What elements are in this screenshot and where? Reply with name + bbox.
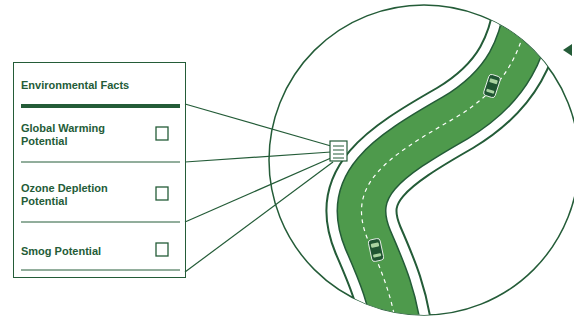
car-window — [489, 78, 498, 84]
road-sign — [330, 141, 347, 161]
leader-line — [185, 158, 331, 222]
car-top — [483, 74, 501, 99]
sign-line — [333, 154, 344, 155]
road-outline — [361, 0, 532, 322]
checkbox — [156, 127, 168, 140]
car-window — [373, 253, 381, 258]
checkbox — [156, 187, 168, 200]
leader-line — [185, 162, 333, 272]
panel-heading: Environmental Facts — [21, 79, 171, 92]
sign-line — [333, 150, 344, 151]
car-window — [486, 89, 495, 94]
road-shoulder — [361, 0, 532, 322]
fact-row: Global Warming Potential — [21, 113, 153, 157]
sign-line — [333, 158, 344, 159]
car-body — [368, 238, 384, 262]
leader-line — [185, 104, 331, 146]
fact-row: Ozone Depletion Potential — [21, 173, 153, 217]
checkbox — [156, 243, 168, 256]
sign-line — [333, 146, 344, 147]
fact-label: Global Warming Potential — [21, 122, 153, 148]
fact-label: Smog Potential — [21, 245, 153, 258]
heading-bar — [21, 104, 180, 108]
facts-panel: Environmental FactsGlobal Warming Potent… — [13, 62, 186, 278]
road-edge — [361, 0, 532, 322]
car-body — [483, 74, 501, 99]
lane-divider — [361, 0, 532, 322]
fact-row: Smog Potential — [21, 233, 153, 269]
road-surface — [361, 0, 532, 322]
road-group — [361, 0, 532, 322]
row-separator — [21, 162, 180, 163]
leader-line — [185, 152, 331, 162]
fact-label: Ozone Depletion Potential — [21, 182, 153, 208]
car-window — [371, 242, 380, 248]
row-separator — [21, 270, 180, 271]
pointer-arrow — [563, 44, 572, 56]
car-bottom — [368, 238, 384, 262]
row-separator — [21, 222, 180, 223]
